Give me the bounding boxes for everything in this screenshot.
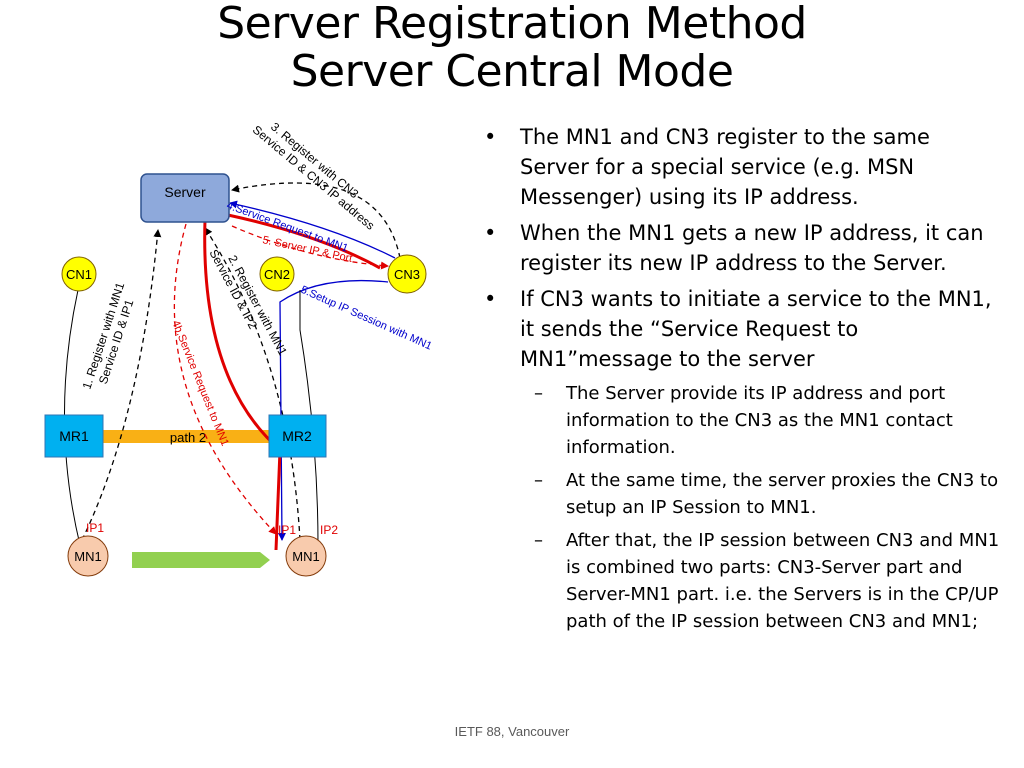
mr2-label: MR2 [282, 428, 312, 444]
cn2-node [259, 256, 295, 292]
server-ip-port-arrow [231, 225, 389, 270]
bullet-item: • The MN1 and CN3 register to the same S… [484, 122, 1004, 212]
sub-bullet-marker: – [534, 383, 543, 404]
title-line-1: Server Registration Method [217, 0, 807, 49]
bullet-item: • When the MN1 gets a new IP address, it… [484, 218, 1004, 278]
cn3-label: CN3 [394, 267, 420, 282]
sub-bullet-text: The Server provide its IP address and po… [566, 383, 953, 458]
mn1-left-label: MN1 [74, 549, 101, 564]
mr1-label: MR1 [59, 428, 89, 444]
bullet-marker: • [484, 125, 497, 149]
bullet-list: • The MN1 and CN3 register to the same S… [484, 122, 1004, 641]
path2-bar [100, 430, 272, 443]
network-diagram: path 2 Server CN1 CN2 CN3 MR1 MR2 MN1 MN… [44, 120, 434, 577]
mr1-node [44, 414, 104, 458]
mn1-right-label: MN1 [292, 549, 319, 564]
ip2-label: IP2 [320, 523, 338, 537]
bullet-text: The MN1 and CN3 register to the same Ser… [520, 125, 930, 209]
cn2-label: CN2 [264, 267, 290, 282]
bullet-item: • If CN3 wants to initiate a service to … [484, 284, 1004, 374]
sub-bullet-text: At the same time, the server proxies the… [566, 470, 999, 518]
title-line-2: Server Central Mode [290, 46, 734, 97]
sub-bullet-text: After that, the IP session between CN3 a… [566, 530, 1000, 632]
bullet-text: When the MN1 gets a new IP address, it c… [520, 221, 984, 275]
sub-bullet-item: – The Server provide its IP address and … [484, 380, 1004, 461]
path2-label: path 2 [170, 430, 206, 445]
ip1-left-label: IP1 [86, 521, 104, 535]
mn1-left-node [67, 535, 109, 577]
cn1-label: CN1 [66, 267, 92, 282]
service-request-4b-arrow [173, 223, 277, 535]
service-request-arrow [229, 200, 396, 259]
bullet-text: If CN3 wants to initiate a service to th… [520, 287, 992, 371]
register-mn1-b-arrow [204, 227, 301, 541]
register-cn3-label-1: 3. Register with CN3 [268, 120, 362, 202]
mn1-right-node [285, 535, 327, 577]
ip1-right-label: IP1 [278, 523, 296, 537]
server-label: Server [164, 184, 206, 200]
sub-bullet-item: – At the same time, the server proxies t… [484, 467, 1004, 521]
handover-arrow [132, 552, 270, 568]
slide-title: Server Registration Method Server Centra… [0, 0, 1024, 96]
bullet-marker: • [484, 221, 497, 245]
slide-footer: IETF 88, Vancouver [454, 724, 570, 739]
sub-bullet-item: – After that, the IP session between CN3… [484, 527, 1004, 635]
setup-ip-session-arrow [277, 279, 389, 541]
sub-bullet-marker: – [534, 470, 543, 491]
mr2-node [268, 414, 327, 458]
service-request-4b-label: 4b.Service Request to MN1 [169, 319, 231, 448]
ip-session-server-mn1 [203, 219, 282, 551]
ip-session-cn3-server [227, 213, 381, 270]
cn3-node [387, 254, 427, 294]
server-node [140, 173, 230, 223]
register-mn1-arrow [81, 229, 162, 541]
bullet-marker: • [484, 287, 497, 311]
sub-bullet-marker: – [534, 530, 543, 551]
cn1-node [61, 256, 97, 292]
setup-ip-session-label: 5.Setup IP Session with MN1 [299, 284, 434, 353]
